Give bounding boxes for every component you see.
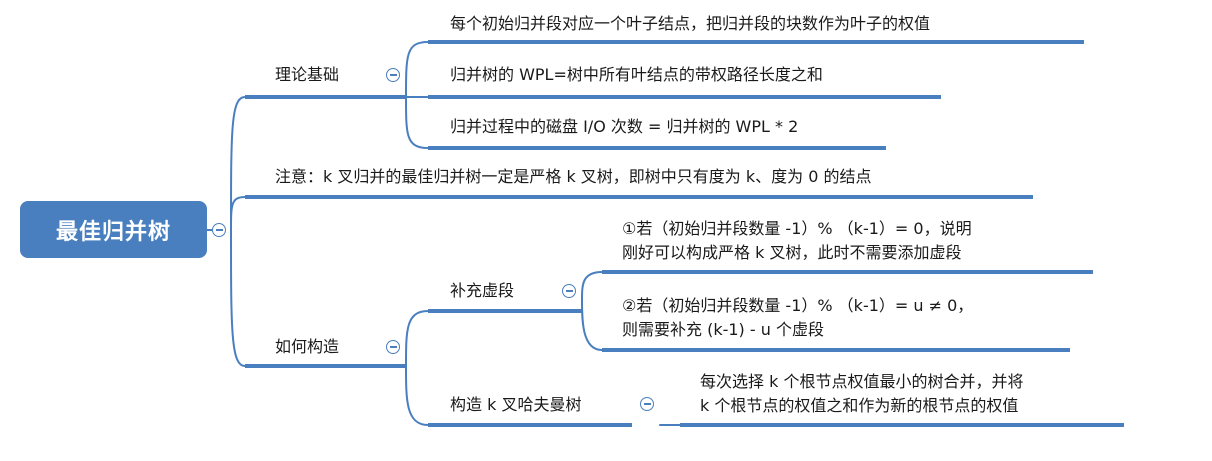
connector-root-to-note [230,196,246,231]
connector-supplement-to-item-1 [581,271,603,301]
supplement-item-1-line-2: 刚好可以构成严格 k 叉树，此时不需要添加虚段 [622,243,962,262]
connector-supplement-to-item-2 [581,299,603,351]
build-detail-line-2: k 个根节点的权值之和作为新的根节点的权值 [700,396,1019,415]
branch-note-label: 注意：k 叉归并的最佳归并树一定是严格 k 叉树，即树中只有度为 k、度为 0 … [275,167,872,186]
build-detail-line-1: 每次选择 k 个根节点权值最小的树合并，并将 [700,372,1024,391]
theory-item-1: 每个初始归并段对应一个叶子结点，把归并段的块数作为叶子的权值 [450,14,931,33]
supplement-label: 补充虚段 [450,281,515,300]
collapse-toggle-theory[interactable] [386,68,400,82]
branch-construct-label: 如何构造 [275,337,340,356]
root-title: 最佳归并树 [55,219,171,245]
build-detail: 每次选择 k 个根节点权值最小的树合并，并将 k 个根节点的权值之和作为新的根节… [700,370,1180,418]
connector-root-to-construct [230,229,246,367]
branch-theory-label: 理论基础 [275,65,340,84]
theory-item-2: 归并树的 WPL=树中所有叶结点的带权路径长度之和 [450,65,823,84]
supplement-item-2: ②若（初始归并段数量 -1）% （k-1）= u ≠ 0， 则需要补充 (k-1… [622,294,1102,342]
supplement-item-1-line-1: ①若（初始归并段数量 -1）% （k-1）= 0，说明 [622,219,972,238]
connector-construct-to-build [405,365,429,426]
collapse-toggle-supplement[interactable] [562,284,576,298]
supplement-item-2-line-2: 则需要补充 (k-1) - u 个虚段 [622,320,824,339]
connector-construct-to-supplement [405,310,429,367]
connector-theory-to-item-1 [405,41,429,98]
connector-theory-to-item-3 [405,96,429,149]
build-label: 构造 k 叉哈夫曼树 [450,395,582,414]
collapse-toggle-construct[interactable] [386,340,400,354]
theory-item-3: 归并过程中的磁盘 I/O 次数 = 归并树的 WPL * 2 [450,117,799,136]
connector-root-to-theory [230,96,246,231]
supplement-item-1: ①若（初始归并段数量 -1）% （k-1）= 0，说明 刚好可以构成严格 k 叉… [622,217,1102,265]
supplement-item-2-line-1: ②若（初始归并段数量 -1）% （k-1）= u ≠ 0， [622,296,974,315]
collapse-toggle-build[interactable] [640,397,654,411]
root-node[interactable]: 最佳归并树 [20,201,207,258]
collapse-toggle-root[interactable] [212,223,226,237]
